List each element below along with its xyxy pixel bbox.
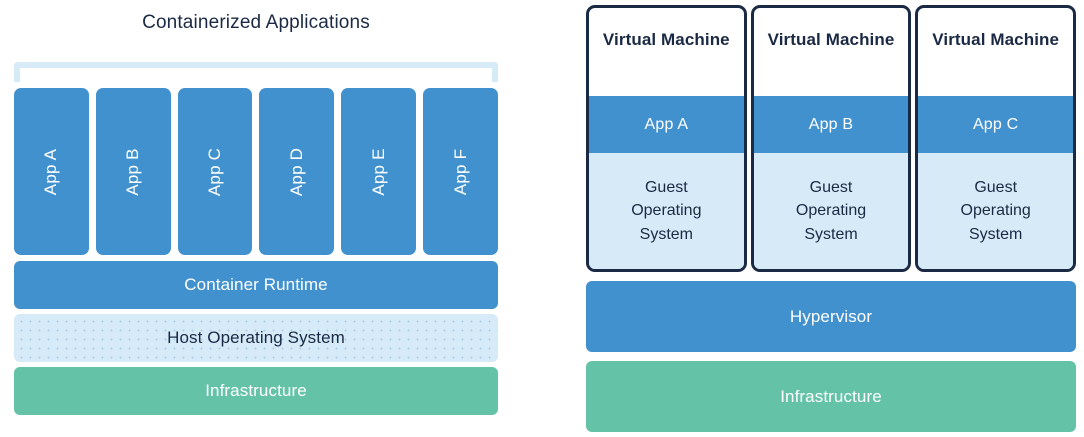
vm-app-layer[interactable]: App B — [753, 96, 909, 153]
application-containers-row: App A App B App C App D App E App F — [14, 88, 498, 255]
hypervisor-layer[interactable]: Hypervisor — [586, 281, 1076, 352]
app-label: App E — [368, 147, 388, 196]
app-label: App C — [205, 147, 225, 196]
infrastructure-layer-containers[interactable]: Infrastructure — [14, 367, 498, 415]
vm-header-label: Virtual Machine — [767, 30, 895, 49]
app-container-c[interactable]: App C — [177, 88, 253, 255]
guest-os-line: System — [639, 225, 693, 243]
vm-guest-os-layer[interactable]: Guest Operating System — [589, 153, 744, 269]
app-label: App D — [286, 147, 306, 196]
virtual-machine-1[interactable]: Virtual Machine App A Guest Operating Sy… — [586, 5, 747, 272]
vm-app-layer[interactable]: App C — [918, 96, 1074, 153]
vm-header-label: Virtual Machine — [602, 30, 730, 49]
virtual-machines-panel: Virtual Machine App A Guest Operating Sy… — [570, 0, 1084, 437]
app-container-f[interactable]: App F — [423, 88, 498, 255]
guest-os-line: Operating — [795, 202, 867, 220]
app-container-a[interactable]: App A — [14, 88, 89, 255]
virtual-machines-row: Virtual Machine App A Guest Operating Sy… — [586, 5, 1077, 272]
guest-os-line: System — [804, 225, 858, 243]
vm-app-layer[interactable]: App A — [589, 96, 744, 153]
vm-header-label: Virtual Machine — [932, 30, 1060, 49]
guest-os-line: System — [969, 225, 1023, 243]
vm-guest-os-layer[interactable]: Guest Operating System — [918, 153, 1074, 269]
vm-guest-os-layer[interactable]: Guest Operating System — [753, 153, 909, 269]
guest-os-line: Operating — [631, 202, 702, 220]
app-label: App A — [41, 148, 61, 195]
virtual-machine-2[interactable]: Virtual Machine App B Guest Operating Sy… — [750, 5, 912, 272]
containerized-applications-panel: Containerized Applications App A App B A… — [0, 0, 540, 437]
container-runtime-layer[interactable]: Container Runtime — [14, 261, 498, 309]
page-title: Containerized Applications — [142, 12, 370, 33]
app-container-e[interactable]: App E — [341, 88, 417, 255]
app-container-d[interactable]: App D — [259, 88, 335, 255]
guest-os-line: Guest — [809, 179, 853, 197]
applications-bracket-icon — [14, 62, 498, 82]
app-container-b[interactable]: App B — [95, 88, 171, 255]
app-label: App B — [123, 147, 143, 196]
infrastructure-layer-vms[interactable]: Infrastructure — [586, 361, 1076, 432]
host-operating-system-layer[interactable]: Host Operating System — [14, 314, 498, 362]
guest-os-line: Guest — [974, 179, 1018, 197]
app-label: App F — [450, 148, 470, 195]
virtual-machine-3[interactable]: Virtual Machine App C Guest Operating Sy… — [915, 5, 1077, 272]
guest-os-line: Operating — [960, 202, 1031, 220]
guest-os-line: Guest — [644, 179, 688, 197]
